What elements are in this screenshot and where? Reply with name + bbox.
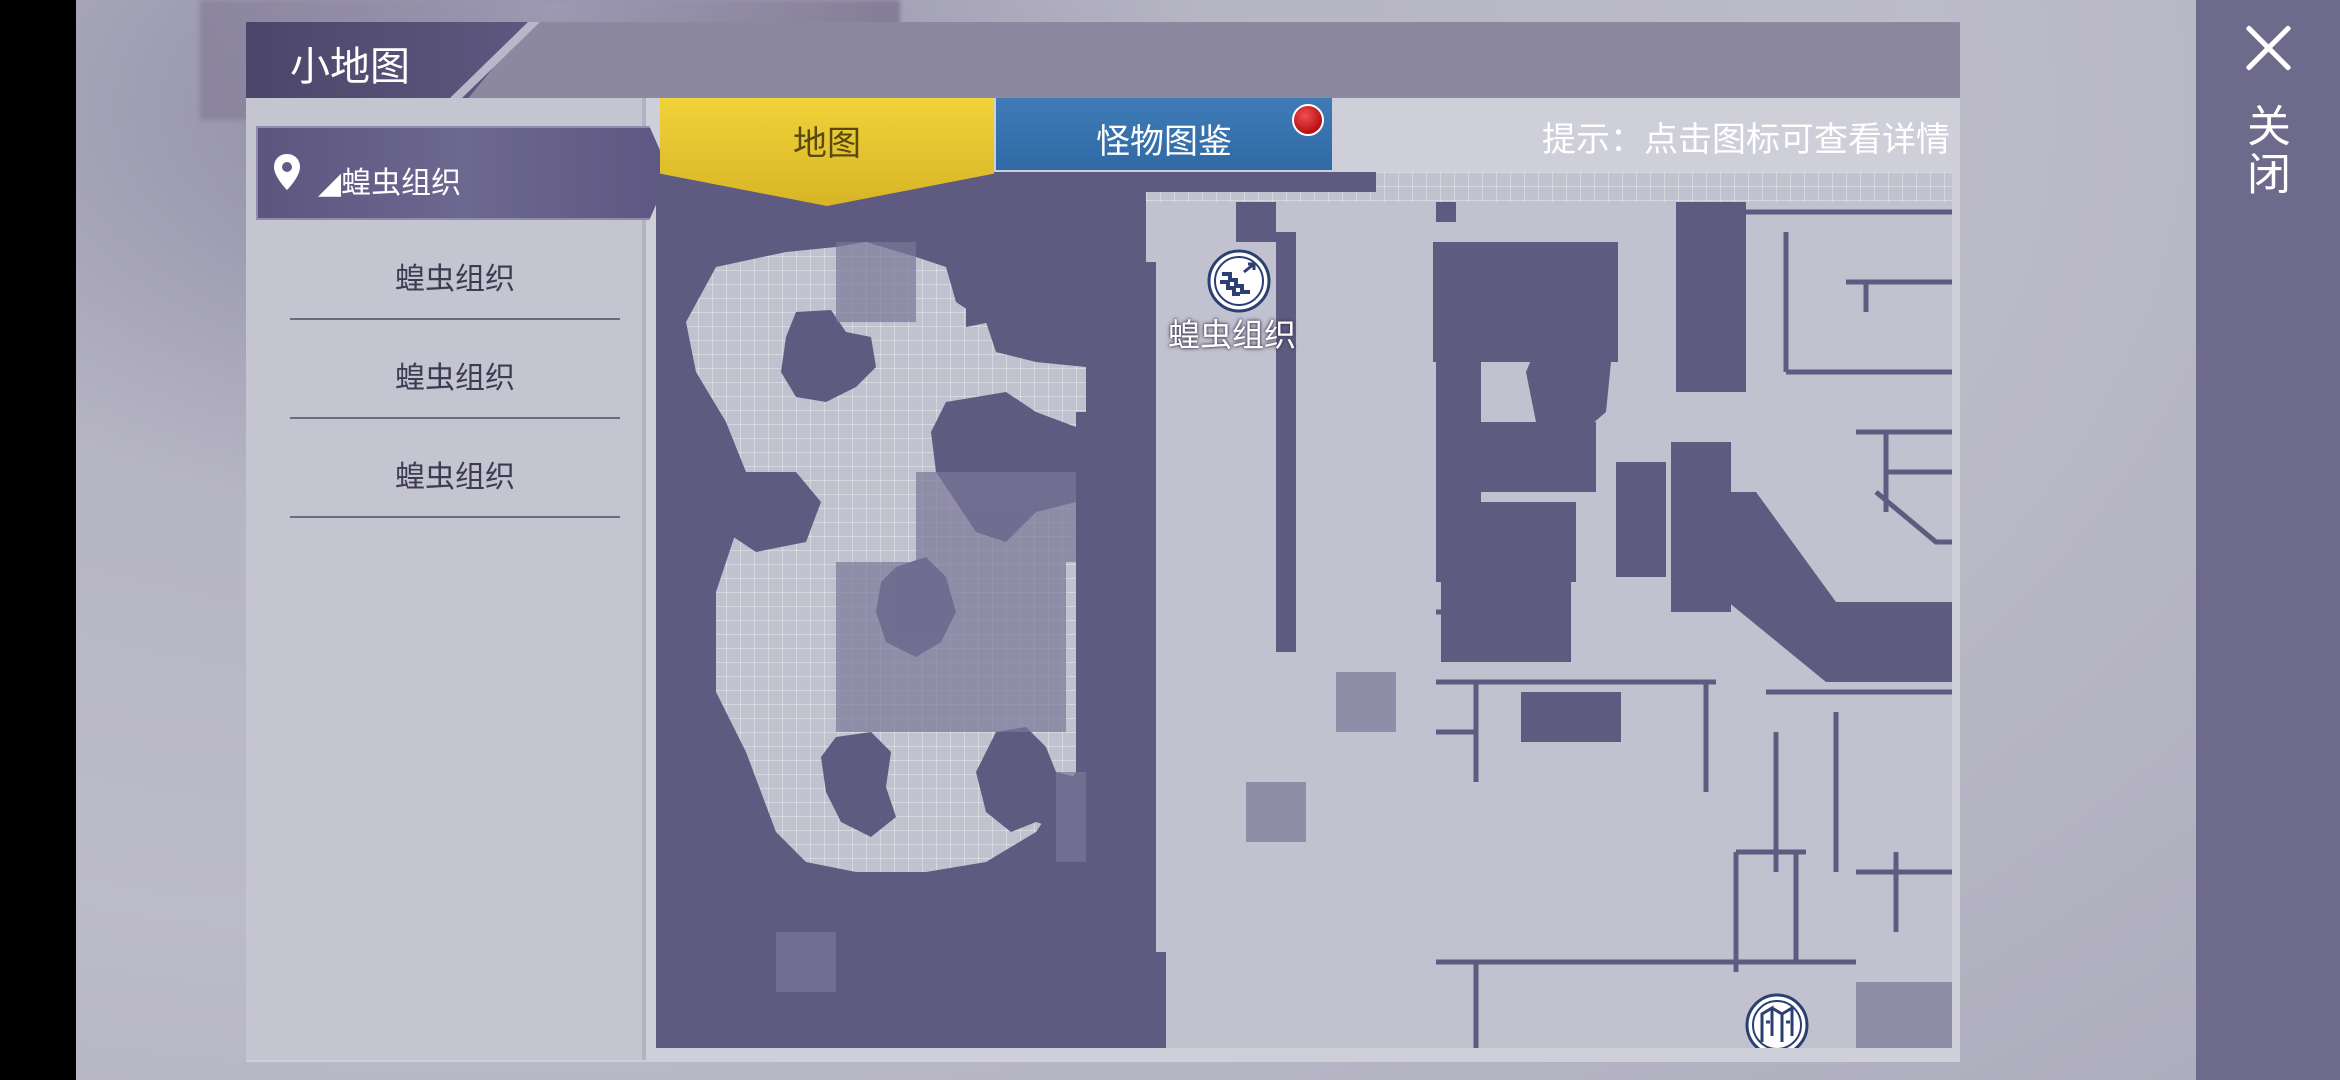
- sidebar-item-label: 蝗虫组织: [395, 361, 515, 396]
- tab-monster-label: 怪物图鉴: [1096, 122, 1232, 162]
- close-icon[interactable]: [2242, 22, 2294, 74]
- close-label[interactable]: 关闭: [2239, 103, 2290, 199]
- divider: [290, 417, 620, 419]
- sidebar-selected-label: ◢蝗虫组织: [318, 166, 462, 201]
- divider: [290, 516, 620, 518]
- sidebar-item-3[interactable]: 蝗虫组织: [290, 422, 620, 518]
- sidebar-item-2[interactable]: 蝗虫组织: [290, 323, 620, 419]
- screen-edge-left: [0, 0, 76, 1080]
- stairs-up-icon[interactable]: [1206, 248, 1272, 314]
- tab-map-label: 地图: [793, 124, 861, 164]
- gate-icon[interactable]: [1744, 992, 1810, 1048]
- sidebar-divider: [642, 98, 646, 1060]
- minimap-view[interactable]: 蝗虫组织: [656, 172, 1952, 1048]
- map-terrain: [656, 172, 1952, 1048]
- notification-dot: [1292, 104, 1324, 136]
- close-strip[interactable]: [2196, 0, 2340, 1080]
- sidebar-item-label: 蝗虫组织: [395, 262, 515, 297]
- divider: [290, 318, 620, 320]
- sidebar-item-1[interactable]: 蝗虫组织: [290, 224, 620, 320]
- panel-header: [246, 22, 1960, 98]
- tab-monster-guide[interactable]: 怪物图鉴: [996, 98, 1332, 170]
- hint-text: 提示：点击图标可查看详情: [1542, 120, 1950, 160]
- location-pin-icon: [274, 154, 300, 190]
- sidebar-item-label: 蝗虫组织: [395, 460, 515, 495]
- map-marker-label: 蝗虫组织: [1168, 316, 1297, 354]
- page-title: 小地图: [290, 44, 410, 90]
- sidebar-item-selected[interactable]: [256, 126, 670, 220]
- area-sidebar: [246, 98, 642, 1060]
